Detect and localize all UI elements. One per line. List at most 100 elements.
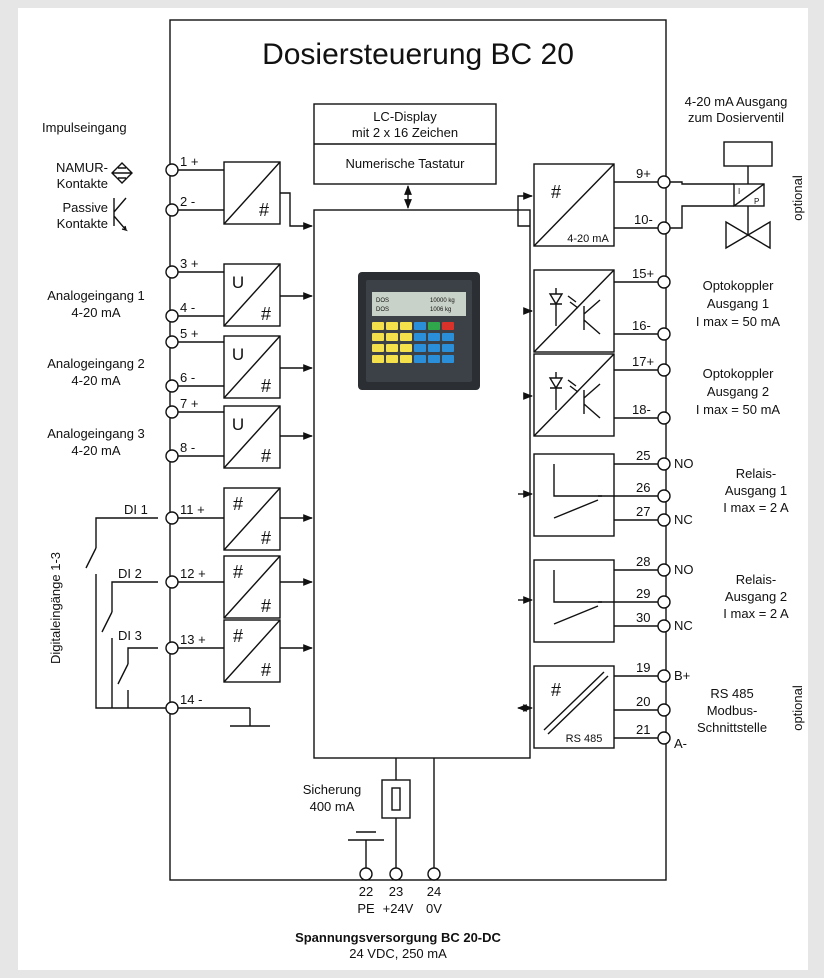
opto-2-label-1: Optokoppler — [703, 366, 774, 381]
digital-2-hash-a: # — [233, 562, 243, 582]
terminal-1 — [165, 163, 179, 177]
terminal-18 — [657, 411, 671, 425]
terminal-26-label: 26 — [636, 480, 650, 495]
relay-2-label-1: Relais- — [736, 572, 776, 587]
terminal-28-label: 28 — [636, 554, 650, 569]
fuse-label-1: Sicherung — [303, 782, 362, 797]
terminal-10-label: 10- — [634, 212, 653, 227]
relay-1-label-1: Relais- — [736, 466, 776, 481]
terminal-15 — [657, 275, 671, 289]
terminal-18-label: 18- — [632, 402, 651, 417]
terminal-9-label: 9+ — [636, 166, 651, 181]
terminal-13 — [165, 641, 179, 655]
analog-1-range: 4-20 mA — [71, 305, 120, 320]
terminal-10 — [657, 221, 671, 235]
analog-2-u: U — [232, 345, 244, 364]
terminal-2-label: 2 - — [180, 194, 195, 209]
terminal-25-label: 25 — [636, 448, 650, 463]
passive-contact-symbol — [113, 197, 128, 232]
relay-block-1 — [518, 453, 658, 537]
di-2-label: DI 2 — [118, 566, 142, 581]
terminal-28 — [657, 563, 671, 577]
rs485-hash: # — [551, 680, 561, 700]
pulse-hash: # — [259, 200, 269, 220]
rs485-label-2: Modbus- — [707, 703, 758, 718]
analog-output-hash: # — [551, 182, 561, 202]
terminal-23-name: +24V — [383, 901, 414, 916]
analog-converter-2 — [178, 335, 313, 399]
terminal-20-label: 20 — [636, 694, 650, 709]
terminal-4-label: 4 - — [180, 300, 195, 315]
terminal-23 — [389, 867, 403, 881]
lcd-row-1-value: 10000 kg — [430, 298, 455, 304]
digital-converter-1 — [178, 487, 313, 551]
di-3-label: DI 3 — [118, 628, 142, 643]
device-lcd — [372, 292, 466, 316]
analog-1-label: Analogeingang 1 — [47, 288, 145, 303]
terminal-20 — [657, 703, 671, 717]
namur-label-2: Kontakte — [57, 176, 108, 191]
terminal-16 — [657, 327, 671, 341]
opto-2-label-2: Ausgang 2 — [707, 384, 769, 399]
digital-1-hash-b: # — [261, 528, 271, 548]
diagram-panel: Dosiersteuerung BC 20 LC-Display mit 2 x… — [18, 8, 808, 970]
analog-3-range: 4-20 mA — [71, 443, 120, 458]
opto-1-label-3: I max = 50 mA — [696, 314, 780, 329]
digital-3-hash-b: # — [261, 660, 271, 680]
digital-2-hash-b: # — [261, 596, 271, 616]
relay-2-no: NO — [674, 562, 694, 577]
relay-1-label-3: I max = 2 A — [723, 500, 789, 515]
terminal-22 — [359, 867, 373, 881]
opto-led-2 — [548, 372, 601, 419]
lcd-row-2-value: 1006 kg — [430, 307, 451, 313]
power-supply-title: Spannungsversorgung BC 20-DC — [295, 930, 501, 945]
analog-output-optional: optional — [790, 175, 805, 221]
display-line-1: LC-Display — [373, 109, 437, 124]
cpu-block — [313, 209, 531, 759]
terminal-13-label: 13 + — [180, 632, 206, 647]
relay-1-label-2: Ausgang 1 — [725, 483, 787, 498]
terminal-16-label: 16- — [632, 318, 651, 333]
analog-3-label: Analogeingang 3 — [47, 426, 145, 441]
terminal-5 — [165, 335, 179, 349]
keypad-label: Numerische Tastatur — [346, 156, 466, 171]
terminal-15-label: 15+ — [632, 266, 654, 281]
terminal-6-label: 6 - — [180, 370, 195, 385]
digital-1-hash-a: # — [233, 494, 243, 514]
rs485-a-minus: A- — [674, 736, 687, 751]
terminal-27-label: 27 — [636, 504, 650, 519]
terminal-14-label: 14 - — [180, 692, 202, 707]
wiring-diagram: Dosiersteuerung BC 20 LC-Display mit 2 x… — [42, 19, 805, 961]
rs485-block-label: RS 485 — [566, 733, 603, 745]
ip-label-i: I — [738, 187, 740, 196]
analog-3-hash: # — [261, 446, 271, 466]
terminal-5-label: 5 + — [180, 326, 198, 341]
terminal-19 — [657, 669, 671, 683]
analog-3-u: U — [232, 415, 244, 434]
terminal-22-num: 22 — [359, 884, 373, 899]
terminal-17 — [657, 363, 671, 377]
opto-1-label-2: Ausgang 1 — [707, 296, 769, 311]
terminal-21 — [657, 731, 671, 745]
rs485-optional: optional — [790, 685, 805, 731]
digital-3-hash-a: # — [233, 626, 243, 646]
terminal-11 — [165, 511, 179, 525]
digital-converter-3 — [178, 619, 313, 683]
relay-2-label-2: Ausgang 2 — [725, 589, 787, 604]
terminal-12 — [165, 575, 179, 589]
opto-led-1 — [548, 288, 601, 335]
terminal-12-label: 12 + — [180, 566, 206, 581]
analog-2-label: Analogeingang 2 — [47, 356, 145, 371]
relay-1-no: NO — [674, 456, 694, 471]
opto-1-label-1: Optokoppler — [703, 278, 774, 293]
analog-output-heading-2: zum Dosierventil — [688, 110, 784, 125]
optocoupler-block-2 — [533, 353, 658, 437]
analog-2-range: 4-20 mA — [71, 373, 120, 388]
fuse-label-2: 400 mA — [310, 799, 355, 814]
valve-body — [725, 220, 771, 250]
page-title: Dosiersteuerung BC 20 — [262, 38, 574, 71]
fuse-symbol — [381, 779, 411, 819]
terminal-9 — [657, 175, 671, 189]
analog-output-block-label: 4-20 mA — [567, 233, 609, 245]
terminal-29 — [657, 595, 671, 609]
